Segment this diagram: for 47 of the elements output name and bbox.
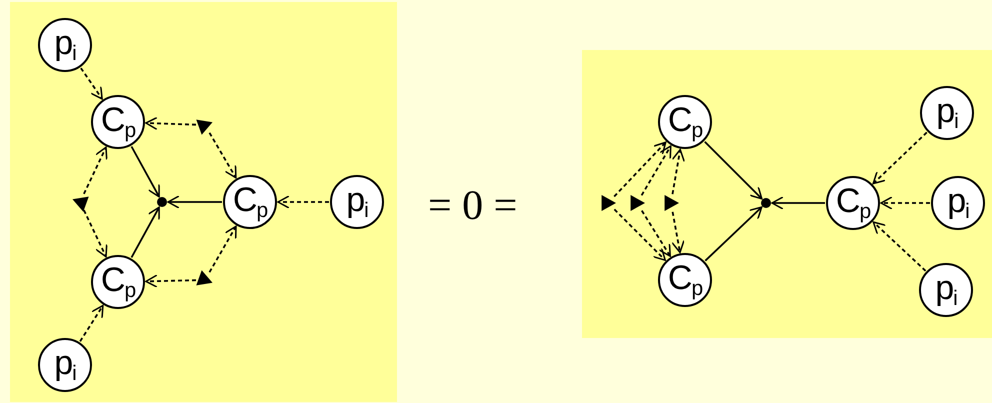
vertex-dot — [761, 198, 771, 208]
dashed-arrow — [145, 274, 196, 288]
node-circle: C$_{p}$ — [223, 175, 277, 229]
node-circle: p$_{i}$ — [919, 263, 973, 317]
filled-triangle — [663, 195, 679, 211]
node-circle: C$_{p}$ — [91, 255, 145, 309]
dashed-arrow — [79, 304, 104, 342]
dashed-arrow — [671, 212, 685, 254]
panel-background — [582, 50, 992, 338]
arrow — [130, 146, 160, 198]
node-circle: C$_{p}$ — [91, 95, 145, 149]
dashed-arrow — [672, 148, 685, 194]
arrow — [130, 206, 160, 258]
dashed-arrow — [640, 145, 672, 196]
arrow — [771, 196, 825, 210]
dashed-arrow — [83, 146, 108, 194]
filled-triangle — [197, 117, 213, 133]
dashed-arrow — [208, 226, 237, 273]
node-circle: p$_{i}$ — [931, 176, 985, 230]
filled-triangle — [629, 195, 645, 211]
dashed-arrow — [614, 208, 666, 261]
dashed-arrow — [83, 210, 108, 258]
arrow — [704, 206, 762, 262]
node-circle: p$_{i}$ — [38, 18, 92, 72]
vertex-dot — [157, 197, 167, 207]
dashed-arrow — [277, 195, 329, 209]
node-circle: p$_{i}$ — [330, 175, 384, 229]
node-circle: C$_{p}$ — [826, 176, 880, 230]
dashed-arrow — [872, 221, 926, 272]
dashed-arrow — [880, 196, 930, 210]
node-circle: p$_{i}$ — [920, 86, 974, 140]
panel-background — [10, 2, 397, 402]
node-circle: C$_{p}$ — [658, 253, 712, 307]
dashed-arrow — [872, 132, 928, 184]
dashed-arrow — [614, 142, 666, 198]
dashed-arrow — [145, 116, 196, 130]
arrow — [704, 141, 763, 200]
equation-text: = 0 = — [428, 182, 518, 230]
node-circle: C$_{p}$ — [658, 95, 712, 149]
filled-triangle — [72, 194, 88, 210]
dashed-arrow — [208, 132, 237, 179]
arrow — [167, 195, 222, 209]
dashed-arrow — [641, 210, 671, 257]
filled-triangle — [197, 272, 213, 288]
filled-triangle — [600, 195, 616, 211]
dashed-arrow — [80, 68, 103, 100]
node-circle: p$_{i}$ — [38, 338, 92, 392]
